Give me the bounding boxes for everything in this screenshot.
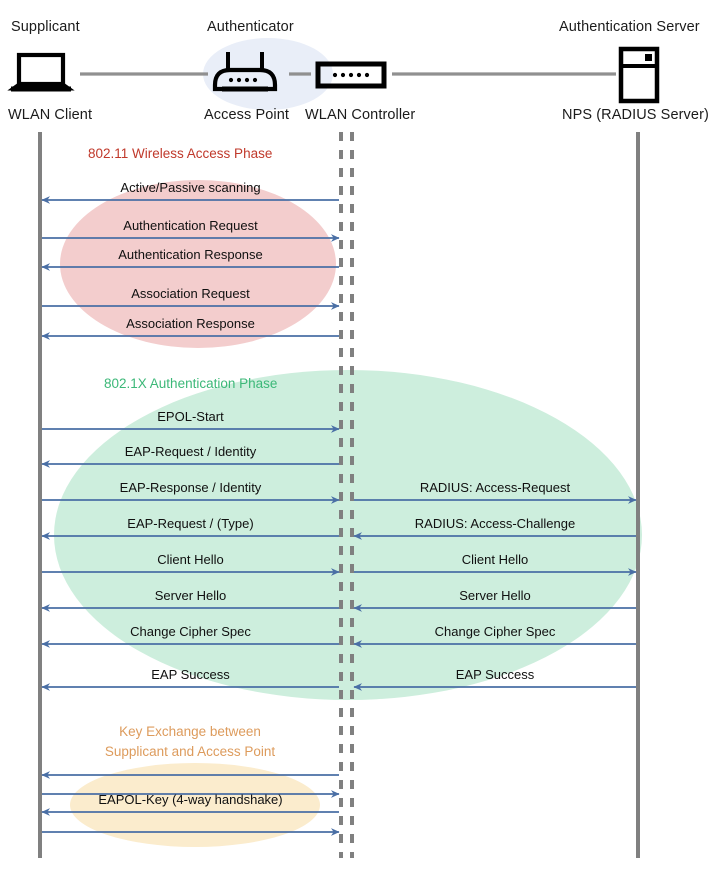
laptop-icon — [7, 52, 75, 92]
device-label-wlan-client: WLAN Client — [8, 107, 93, 123]
wireless-router-icon — [212, 52, 278, 92]
device-label-access-point: Access Point — [204, 107, 290, 123]
msg-association-request-label: Association Request — [131, 286, 250, 301]
msg-server-hello-left-label: Server Hello — [154, 588, 227, 603]
message-arrow-group — [41, 196, 637, 836]
msg-change-cipher-spec-right-label: Change Cipher Spec — [434, 624, 556, 639]
msg-eapol-start-label: EPOL-Start — [157, 409, 224, 424]
server-tower-icon — [618, 46, 660, 104]
msg-authentication-request-label: Authentication Request — [123, 218, 258, 233]
msg-client-hello-left-label: Client Hello — [157, 552, 224, 567]
msg-eap-response-identity-label: EAP-Response / Identity — [119, 480, 262, 495]
msg-client-hello-right-label: Client Hello — [461, 552, 529, 567]
role-title-authenticator: Authenticator — [207, 19, 294, 35]
phase-title-key-exchange: Key Exchange between Supplicant and Acce… — [95, 722, 285, 761]
authenticator-group-ellipse — [203, 38, 333, 110]
role-title-auth-server: Authentication Server — [559, 19, 700, 35]
phase-title-80211: 802.11 Wireless Access Phase — [88, 146, 273, 161]
phase-8021x-ellipse — [54, 370, 642, 700]
network-switch-icon — [315, 61, 387, 89]
phase-key-exchange-ellipse — [70, 763, 320, 847]
msg-eap-request-type-label: EAP-Request / (Type) — [127, 516, 254, 531]
msg-eap-request-identity-label: EAP-Request / Identity — [124, 444, 257, 459]
msg-association-response-label: Association Response — [126, 316, 255, 331]
msg-radius-access-challenge-label: RADIUS: Access-Challenge — [414, 516, 576, 531]
msg-change-cipher-spec-left-label: Change Cipher Spec — [130, 624, 251, 639]
msg-eapol-key-3-label: EAPOL-Key (4-way handshake) — [98, 792, 283, 807]
phase-title-key-exchange-line1: Key Exchange between — [119, 724, 261, 739]
msg-server-hello-right-label: Server Hello — [459, 588, 531, 603]
phase-title-key-exchange-line2: Supplicant and Access Point — [104, 743, 276, 759]
msg-radius-access-request-label: RADIUS: Access-Request — [419, 480, 571, 495]
device-label-nps-server: NPS (RADIUS Server) — [562, 107, 709, 123]
role-title-supplicant: Supplicant — [11, 19, 80, 35]
msg-eap-success-left-label: EAP Success — [151, 667, 230, 682]
msg-active-passive-scanning-label: Active/Passive scanning — [120, 180, 261, 195]
device-label-wlan-controller: WLAN Controller — [305, 107, 416, 123]
msg-authentication-response-label: Authentication Response — [118, 247, 263, 262]
phase-title-8021x: 802.1X Authentication Phase — [104, 376, 278, 391]
msg-eap-success-right-label: EAP Success — [455, 667, 535, 682]
